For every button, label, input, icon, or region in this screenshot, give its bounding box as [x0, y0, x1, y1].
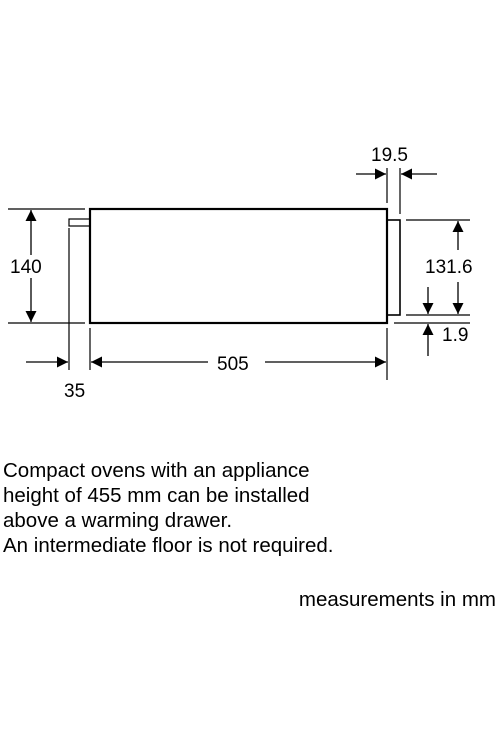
- label-handle: 35: [64, 381, 85, 402]
- units-note: measurements in mm: [298, 588, 496, 611]
- label-gap: 1.9: [442, 325, 468, 346]
- drawer-front-panel: [386, 219, 401, 316]
- installation-note-line: An intermediate floor is not required.: [3, 534, 334, 557]
- installation-note-line: Compact ovens with an appliance: [3, 459, 310, 482]
- drawer-body: [88, 207, 389, 325]
- label-height: 140: [10, 257, 42, 278]
- drawer-handle: [68, 218, 91, 227]
- label-front-height: 131.6: [425, 257, 473, 278]
- installation-note-line: above a warming drawer.: [3, 509, 233, 532]
- label-depth: 505: [217, 354, 249, 375]
- installation-note-line: height of 455 mm can be installed: [3, 484, 310, 507]
- installation-note: Compact ovens with an appliance height o…: [3, 458, 493, 558]
- dimension-drawing: 140 35 505 19.5 131.6 1.9: [8, 145, 473, 402]
- label-front-thickness: 19.5: [371, 145, 408, 166]
